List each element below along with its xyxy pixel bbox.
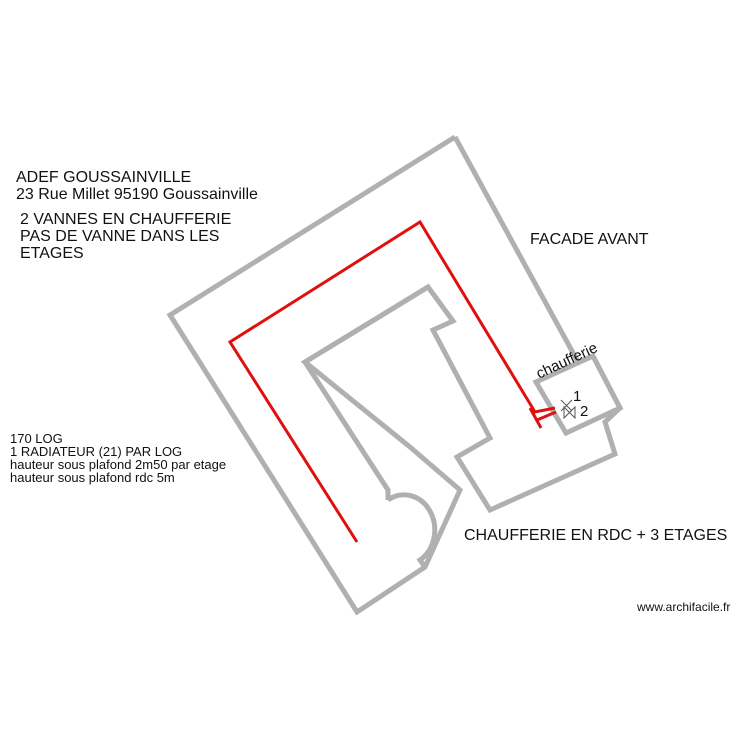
valve-1-number: 1: [573, 388, 582, 405]
watermark[interactable]: www.archifacile.fr: [637, 600, 731, 614]
valves-note-line-1: 2 VANNES EN CHAUFFERIE: [20, 211, 232, 228]
info-line-3: hauteur sous plafond 2m50 par etage: [10, 457, 227, 472]
site-title: ADEF GOUSSAINVILLE: [16, 169, 192, 186]
valves-note-line-3: ETAGES: [20, 245, 84, 262]
courtyard-curved-wall: [386, 492, 438, 569]
valve-icon: [560, 399, 573, 412]
valve-icon: [563, 405, 576, 420]
heating-pipe: [227, 219, 556, 543]
info-line-2: 1 RADIATEUR (21) PAR LOG: [10, 444, 183, 459]
valve-2-number: 2: [580, 403, 589, 420]
pipe-branch: [536, 410, 557, 422]
facade-label: FACADE AVANT: [530, 231, 649, 248]
info-line-4: hauteur sous plafond rdc 5m: [10, 470, 175, 485]
inner-courtyard-wall: [301, 284, 430, 500]
boiler-room-wall: [532, 352, 624, 437]
pipe-end-cap: [528, 407, 543, 429]
info-line-1: 170 LOG: [10, 431, 63, 446]
site-address: 23 Rue Millet 95190 Goussainville: [16, 186, 258, 203]
boiler-floors-note: CHAUFFERIE EN RDC + 3 ETAGES: [464, 527, 728, 544]
valves-note-line-2: PAS DE VANNE DANS LES: [20, 228, 220, 245]
